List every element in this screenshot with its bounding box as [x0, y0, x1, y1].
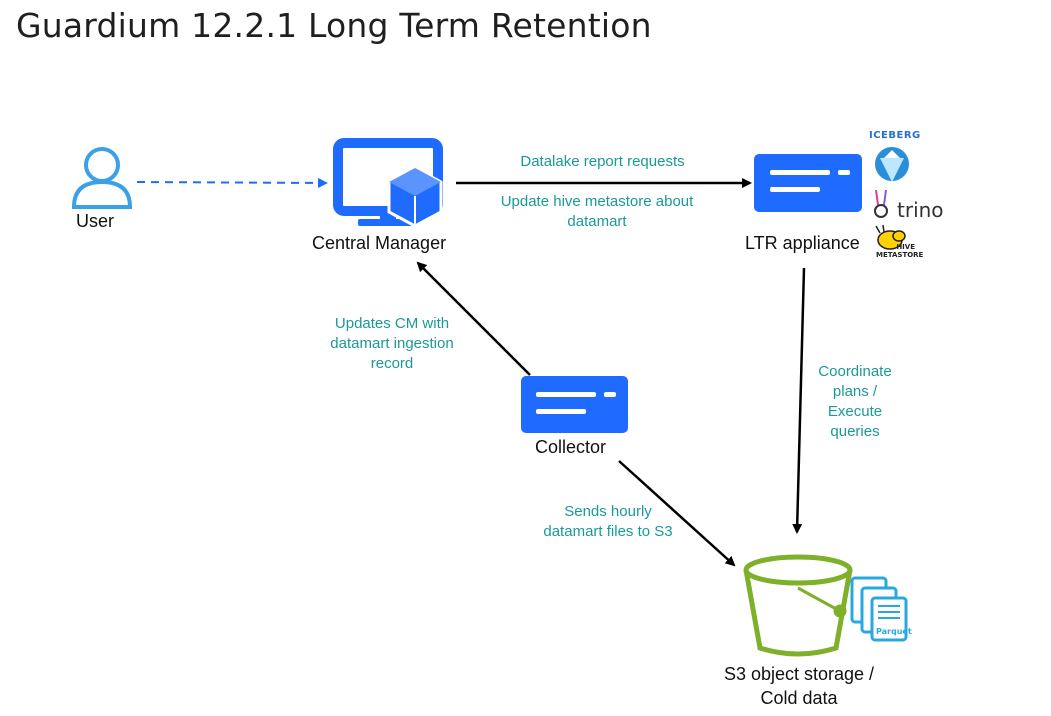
user-icon: [71, 147, 133, 209]
iceberg-logo: [875, 147, 909, 182]
user-label: User: [76, 211, 115, 231]
sends-files-annotation: Sends hourly datamart files to S3: [543, 503, 673, 540]
parquet-logo-text: Parquet: [876, 627, 912, 636]
coordinate-annotation: Coordinate plans / Execute queries: [818, 363, 892, 440]
trino-logo-icon: [874, 189, 888, 218]
ltr-appliance-icon: [754, 154, 862, 212]
cm-update-annotation: Updates CM with datamart ingestion recor…: [330, 315, 454, 372]
hive-logo-text: HIVE METASTORE: [876, 243, 924, 259]
collector-icon: [521, 376, 628, 433]
hive-update-annotation: Update hive metastore about datamart: [500, 193, 694, 230]
trino-logo-text: trino: [897, 198, 944, 222]
report-requests-annotation: Datalake report requests: [520, 153, 685, 170]
central-manager-label: Central Manager: [312, 233, 447, 253]
parquet-files-icon: [850, 576, 908, 642]
iceberg-logo-text: ICEBERG: [869, 130, 921, 141]
collector-to-cm-arrow: [416, 261, 531, 376]
user-to-cm-arrow: [136, 177, 328, 188]
s3-storage-label: S3 object storage / Cold data: [723, 664, 875, 708]
ltr-to-s3-arrow: [792, 267, 806, 534]
collector-label: Collector: [535, 437, 607, 457]
collector-to-s3-arrow: [618, 460, 736, 567]
ltr-appliance-label: LTR appliance: [745, 233, 860, 253]
s3-bucket-icon: [743, 554, 853, 657]
hive-logo: [875, 224, 906, 250]
central-manager-icon: [333, 138, 443, 228]
page-title: Guardium 12.2.1 Long Term Retention: [16, 6, 652, 45]
